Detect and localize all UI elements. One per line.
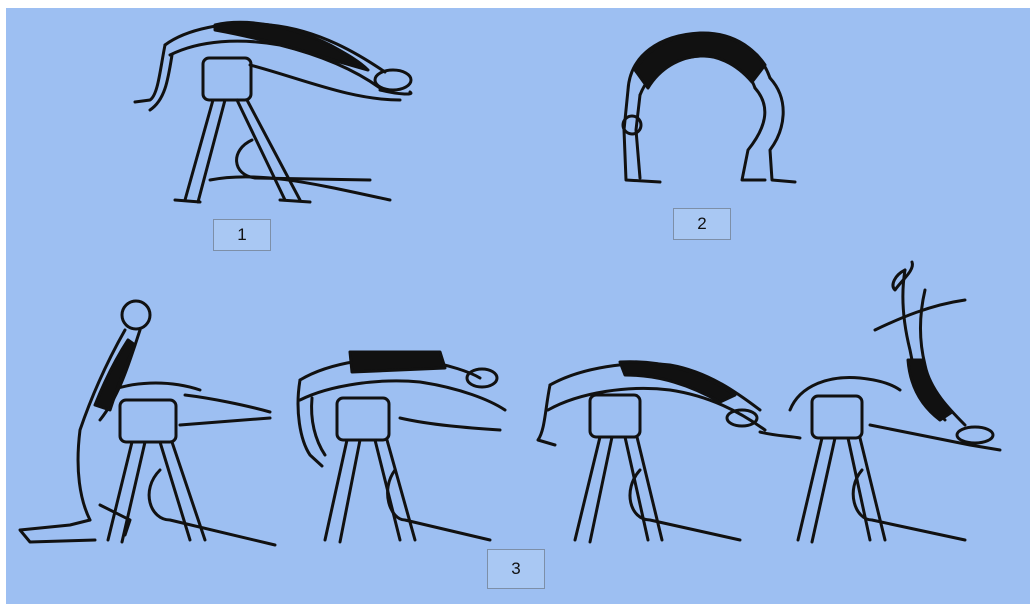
gymnast-head <box>727 410 757 426</box>
pommel-horse-leg <box>575 437 600 540</box>
gymnast-head <box>957 427 993 443</box>
figure-3c-drawing <box>538 362 800 542</box>
gymnast-head <box>375 70 411 90</box>
pommel-horse-leg <box>860 438 885 540</box>
pommel-horse-leg <box>848 438 870 540</box>
pommel-horse-leg <box>625 437 648 540</box>
pommel-horse-leg <box>160 442 190 540</box>
gymnast-head <box>467 369 497 387</box>
pommel-horse-leg <box>122 442 145 542</box>
pommel-horse-foot <box>175 200 200 202</box>
horse-outline <box>185 395 270 412</box>
pommel-horse-leg <box>198 100 225 202</box>
figure-1-label: 1 <box>213 219 271 251</box>
gymnast-leotard <box>635 34 765 88</box>
pommel-horse-leg <box>247 100 300 200</box>
gymnast-torso-line <box>250 65 400 100</box>
figure-3d-drawing <box>790 262 1000 542</box>
gymnast-leg <box>20 520 95 542</box>
pommel-horse-leg <box>590 437 612 542</box>
pommel-horse-body <box>203 58 251 100</box>
horse-outline <box>400 418 500 430</box>
pommel-horse-leg <box>185 100 213 200</box>
gymnast-arm <box>624 90 660 182</box>
gymnast-leotard <box>215 22 368 70</box>
gymnast-arm <box>538 385 555 445</box>
pommel-horse-leg <box>798 438 822 540</box>
gymnast-arm <box>135 45 165 102</box>
gymnast-leg <box>742 88 765 180</box>
horse-outline <box>180 418 270 425</box>
gymnast-head <box>122 301 150 329</box>
figure-1-drawing <box>135 22 411 202</box>
gymnast-arm <box>312 398 325 455</box>
gymnast-leotard <box>350 352 445 372</box>
figure-3-label: 3 <box>487 549 545 589</box>
shadow-curve <box>388 470 490 540</box>
pommel-horse-body <box>812 396 862 438</box>
pommel-horse-leg <box>812 438 835 542</box>
gymnast-arm <box>636 95 640 178</box>
shadow-curve <box>149 470 275 545</box>
pommel-horse-body <box>590 395 640 437</box>
gymnast-arm <box>760 432 800 438</box>
figure-2-label: 2 <box>673 208 731 240</box>
pommel-horse-leg <box>637 437 662 540</box>
pommel-horse-body <box>120 400 176 442</box>
gymnast-leg <box>770 78 795 182</box>
figure-2-drawing <box>623 33 795 182</box>
figure-3b-drawing <box>298 352 505 542</box>
figure-3a-drawing <box>20 301 275 545</box>
pommel-horse-leg <box>387 440 415 540</box>
horse-outline <box>790 377 900 410</box>
shadow-curve <box>237 140 370 180</box>
pommel-horse-foot <box>280 200 310 202</box>
pommel-horse-leg <box>237 100 285 200</box>
pommel-horse-body <box>337 398 389 440</box>
gymnast-leotard <box>908 360 952 420</box>
